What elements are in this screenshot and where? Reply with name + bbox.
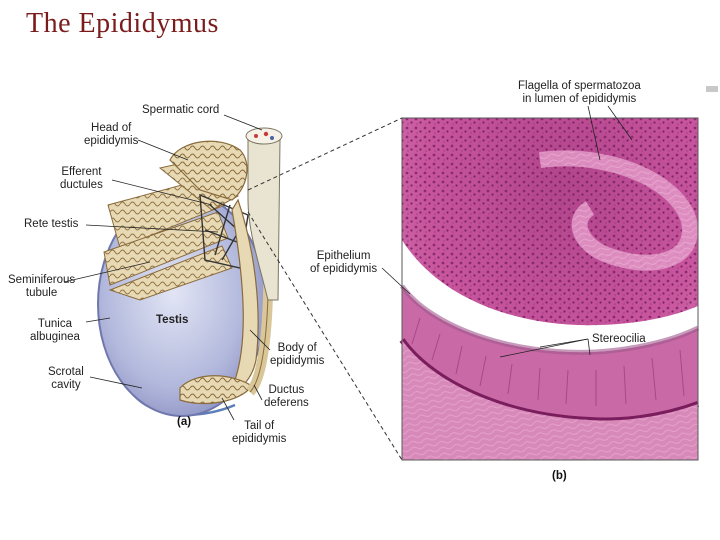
magnification-connectors — [247, 117, 403, 461]
panel-label-a: (a) — [177, 416, 192, 428]
label-rete-testis: Rete testis — [24, 218, 79, 230]
micrograph-panel — [399, 117, 700, 461]
label-testis: Testis — [156, 314, 189, 326]
spermatic-cord-section — [245, 127, 283, 145]
page-title: The Epididymus — [26, 8, 219, 39]
spermatic-cord — [247, 139, 281, 301]
leader-lines-a — [63, 114, 271, 421]
leader-lines-b — [381, 105, 633, 358]
slide-edge-marker — [706, 86, 718, 92]
label-stereocilia: Stereocilia — [592, 333, 646, 345]
lumen-arc — [402, 240, 698, 353]
panel-label-b: (b) — [552, 470, 567, 482]
label-spermatic-cord: Spermatic cord — [142, 104, 220, 116]
